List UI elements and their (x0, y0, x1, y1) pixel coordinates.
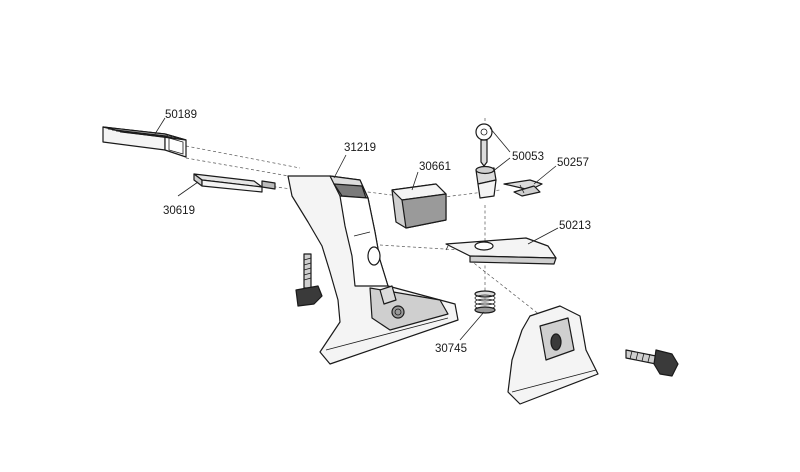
rubber-strip-part (193, 173, 276, 193)
part-number-bar: 50189 (165, 109, 197, 121)
clip-part (503, 179, 543, 197)
hex-bolt-part (625, 349, 679, 377)
roof-bar-part (102, 126, 187, 158)
thumb-screw-part (295, 253, 323, 307)
part-number-clip: 50257 (557, 157, 589, 169)
pad-plate-part (445, 237, 557, 265)
bracket-part (507, 305, 599, 405)
foot-part (287, 175, 459, 365)
spring-part (474, 290, 496, 314)
cover-cap-part (391, 183, 447, 229)
part-number-cover-cap: 30661 (419, 161, 451, 173)
part-number-lock-key: 50053 (512, 151, 544, 163)
part-number-foot: 31219 (344, 142, 376, 154)
part-number-spring: 30745 (435, 343, 467, 355)
lock-key-part (475, 123, 497, 199)
leader-lines (154, 117, 559, 341)
part-number-pad-plate: 50213 (559, 220, 591, 232)
part-number-rubber-strip: 30619 (163, 205, 195, 217)
